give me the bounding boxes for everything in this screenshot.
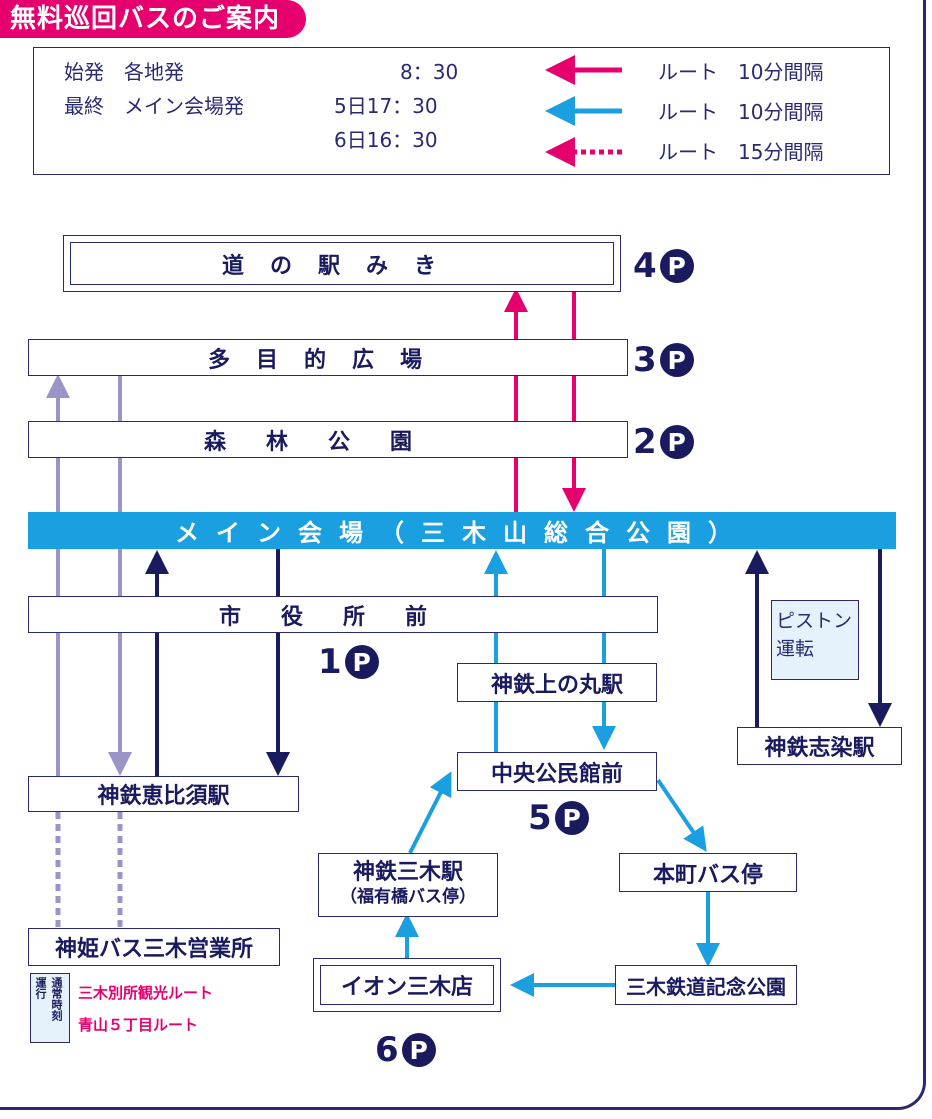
parking-3-number: 3 (633, 340, 657, 380)
parking-icon: P (659, 425, 694, 459)
arrow-mikistation-to-chuo (408, 771, 452, 854)
legend-route-2: ルート 10分間隔 (658, 100, 824, 124)
stop-honmachi: 本町バス停 (619, 853, 797, 892)
note-route-2: 青山５丁目ルート (78, 1016, 199, 1034)
legend-box: 始発 各地発 8：30 最終 メイン会場発 5日17：30 6日16：30 ルー… (33, 47, 890, 175)
piston-line2: 運転 (776, 638, 815, 660)
stop-ebisu-label: 神鉄恵比須駅 (97, 784, 230, 809)
stop-kinen: 三木鉄道記念公園 (615, 965, 797, 1005)
last-time-6: 6日16：30 (334, 128, 438, 152)
piston-note: ピストン 運転 (771, 600, 859, 680)
stop-aeon: イオン三木店 (313, 958, 501, 1012)
stop-michinoeki: 道の駅みき (63, 235, 621, 292)
parking-1-number: 1 (318, 642, 342, 682)
stop-honmachi-label: 本町バス停 (652, 862, 763, 888)
stop-main-venue: メイン会場（三木山総合公園） (28, 512, 896, 549)
parking-icon: P (659, 343, 694, 377)
stop-shinki: 神姫バス三木営業所 (28, 928, 280, 966)
stop-miki-station: 神鉄三木駅 （福有橋バス停） (318, 853, 498, 917)
stop-kaminomaru-label: 神鉄上の丸駅 (490, 672, 623, 698)
piston-line1: ピストン (776, 610, 853, 632)
parking-icon: P (554, 801, 589, 835)
parking-5-number: 5 (528, 798, 552, 838)
stop-shinrin: 森林公園 (28, 421, 628, 458)
stop-aeon-label: イオン三木店 (340, 975, 473, 1000)
stop-shiyakusho-label: 市役所前 (218, 604, 467, 630)
stop-shinrin-label: 森林公園 (203, 429, 452, 455)
stop-michinoeki-label: 道の駅みき (221, 253, 462, 279)
stop-miki-station-sub: （福有橋バス停） (340, 887, 476, 907)
stop-chuo: 中央公民館前 (457, 752, 657, 791)
note-vertical-a: 運行 (34, 977, 47, 999)
parking-icon: P (344, 645, 379, 679)
parking-6-number: 6 (375, 1030, 399, 1070)
stop-shijimi: 神鉄志染駅 (737, 727, 902, 765)
last-time-5: 5日17：30 (334, 94, 438, 118)
parking-icon: P (659, 249, 694, 283)
stop-ebisu: 神鉄恵比須駅 (28, 776, 299, 812)
first-label: 始発 各地発 (64, 60, 184, 84)
stop-shiyakusho: 市役所前 (28, 596, 658, 633)
parking-4-number: 4 (633, 246, 657, 286)
stop-miki-station-label: 神鉄三木駅 (352, 860, 463, 885)
parking-2-number: 2 (633, 422, 657, 462)
parking-icon: P (401, 1033, 436, 1067)
legend-route-1: ルート 10分間隔 (658, 60, 824, 84)
stop-shinki-label: 神姫バス三木営業所 (54, 937, 253, 962)
legend-route-3: ルート 15分間隔 (658, 140, 824, 164)
stop-chuo-label: 中央公民館前 (490, 761, 623, 787)
note-vertical-b: 通常時刻 (50, 977, 63, 1021)
stop-kaminomaru: 神鉄上の丸駅 (457, 663, 657, 702)
stop-kinen-label: 三木鉄道記念公園 (626, 974, 786, 999)
arrow-chuo-to-honmachi (656, 778, 707, 852)
stop-tamokuteki-label: 多目的広場 (207, 347, 448, 373)
stop-shijimi-label: 神鉄志染駅 (764, 736, 875, 761)
regular-schedule-note: 運行 通常時刻 (30, 973, 70, 1043)
page-title: 無料巡回バスのご案内 (0, 0, 307, 38)
note-route-1: 三木別所観光ルート (78, 984, 214, 1002)
stop-tamokuteki: 多目的広場 (28, 339, 628, 376)
last-label: 最終 メイン会場発 (64, 94, 244, 118)
first-time: 8：30 (400, 60, 459, 84)
